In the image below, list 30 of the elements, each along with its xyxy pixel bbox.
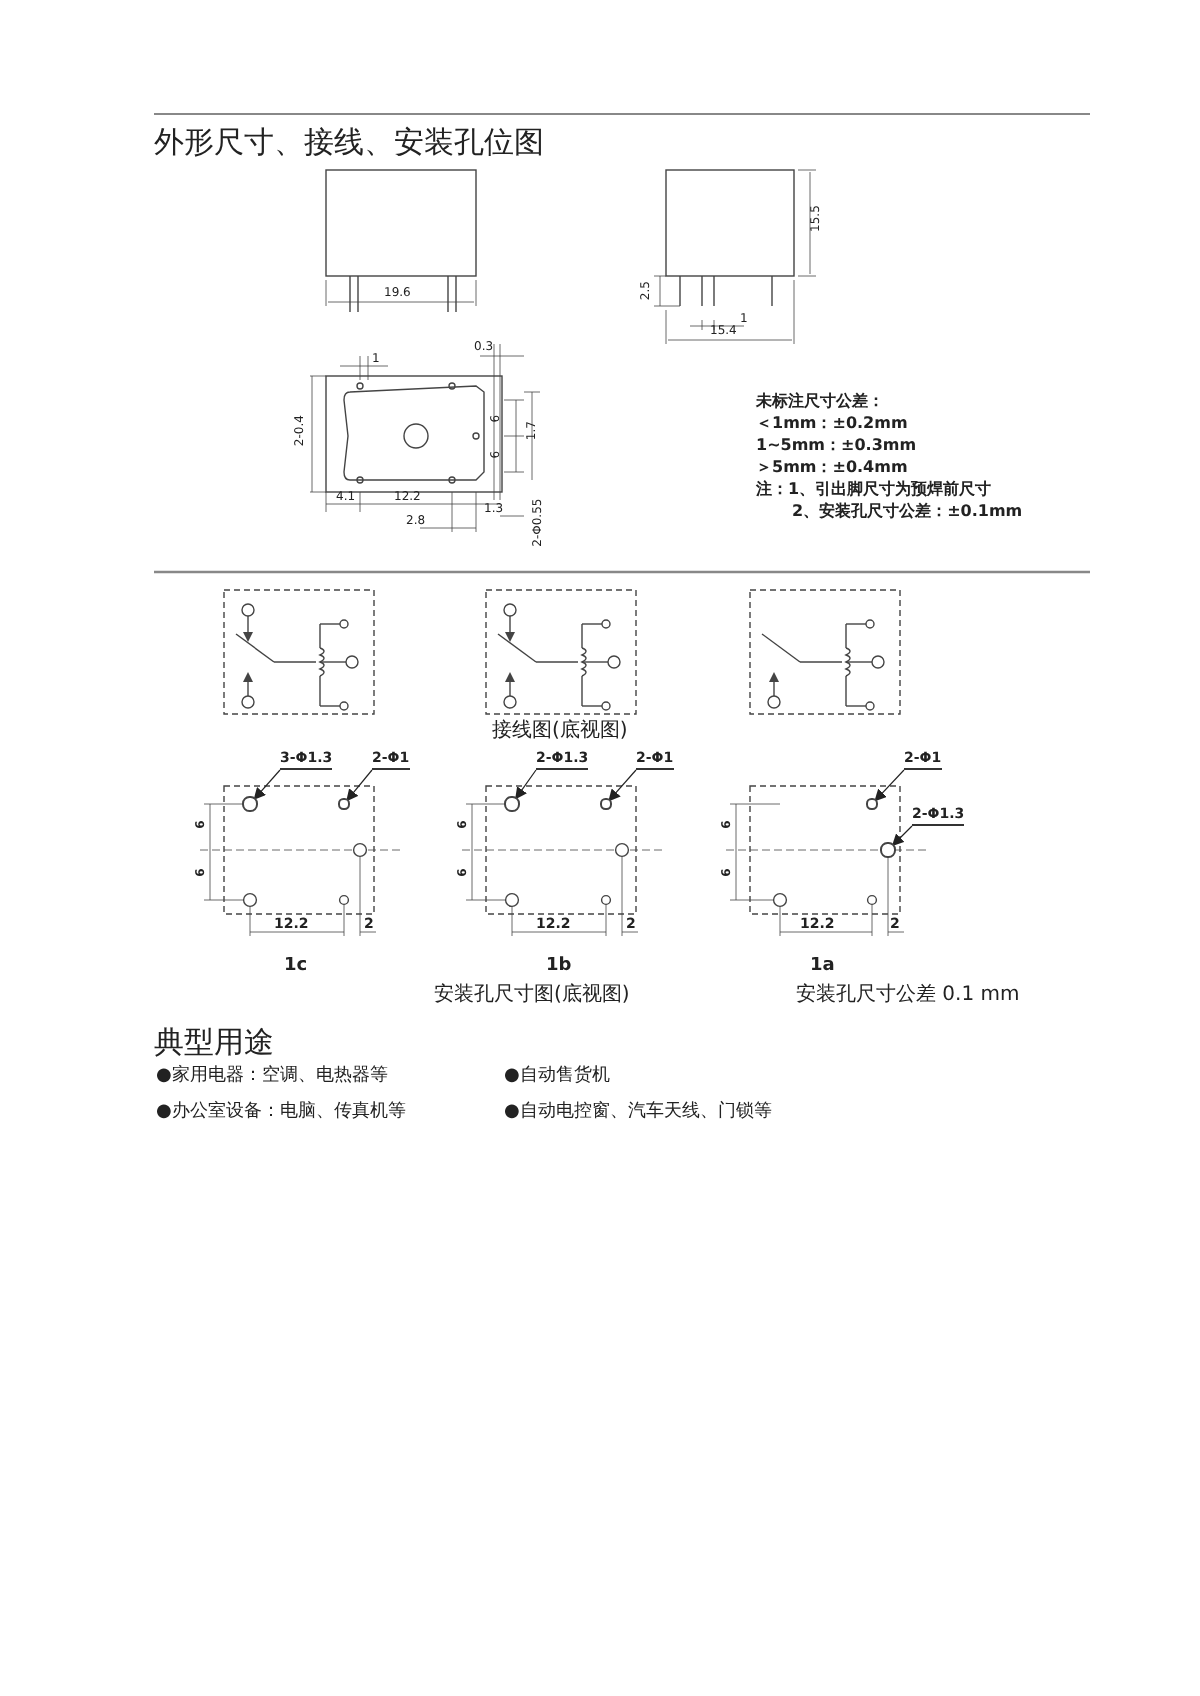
variant-label: 1a	[810, 958, 835, 978]
mounting-hole	[338, 798, 350, 810]
figure-caption: 安装孔尺寸图(底视图)	[434, 984, 630, 1006]
figure-caption: 接线图(底视图)	[492, 720, 628, 742]
mounting-hole	[880, 842, 896, 858]
leader-line	[891, 825, 913, 847]
tolerance-note: 注：1、引出脚尺寸为预焊前尺寸	[756, 482, 992, 500]
leader-line	[253, 769, 281, 800]
tolerance-note: 1~5mm：±0.3mm	[756, 438, 917, 456]
application-item: ●家用电器：空调、电热器等	[156, 1068, 388, 1088]
leader-line	[515, 769, 537, 800]
section-heading: 外形尺寸、接线、安装孔位图	[154, 126, 544, 159]
application-item: ●自动售货机	[504, 1068, 610, 1088]
section-heading: 典型用途	[154, 1026, 274, 1059]
mounting-hole	[504, 796, 520, 812]
variant-label: 1b	[546, 958, 572, 978]
tolerance-note: 2、安装孔尺寸公差：±0.1mm	[792, 504, 1023, 522]
leader-line	[874, 769, 905, 802]
mounting-hole	[866, 798, 878, 810]
variant-label: 1c	[284, 958, 308, 978]
application-item: ●办公室设备：电脑、传真机等	[156, 1104, 406, 1124]
tolerance-note: ＜1mm：±0.2mm	[756, 416, 908, 434]
tolerance-note: 未标注尺寸公差：	[756, 394, 884, 412]
leader-line	[608, 769, 637, 802]
tolerance-note: ＞5mm：±0.4mm	[756, 460, 908, 478]
leader-line	[346, 769, 373, 802]
figure-caption: 安装孔尺寸公差 0.1 mm	[796, 984, 1020, 1006]
application-item: ●自动电控窗、汽车天线、门锁等	[504, 1104, 772, 1124]
mounting-hole	[242, 796, 258, 812]
mounting-hole	[600, 798, 612, 810]
